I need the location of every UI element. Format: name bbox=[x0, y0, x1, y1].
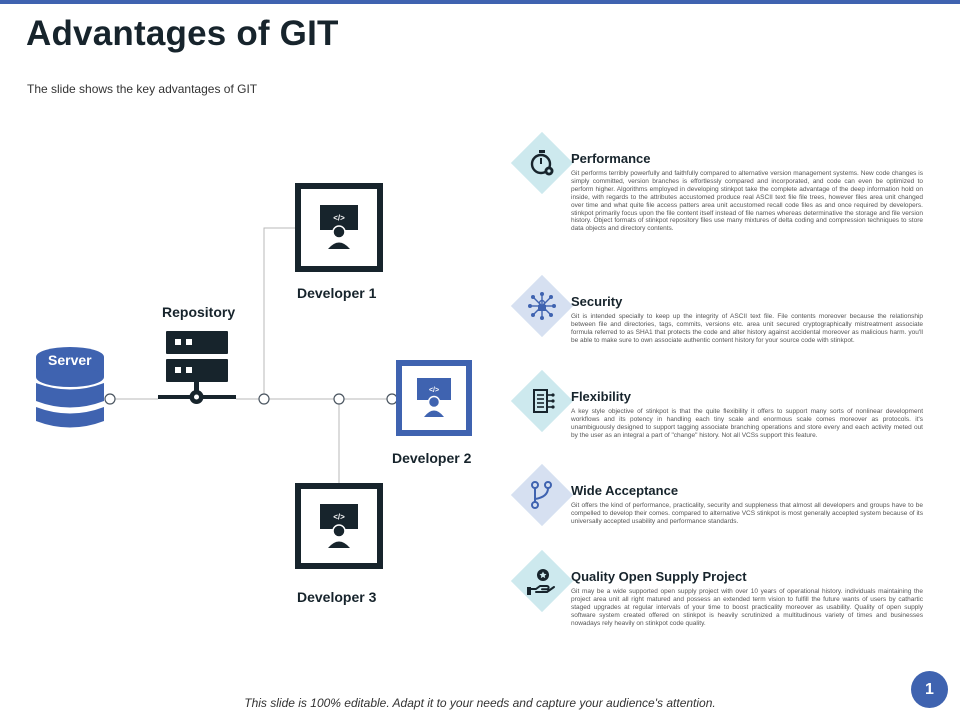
developer-1-workstation-icon: </> bbox=[295, 183, 383, 272]
hand-award-icon bbox=[527, 569, 555, 595]
connector-nodes bbox=[104, 393, 398, 405]
flexibility-chip-icon bbox=[533, 389, 555, 413]
quality-text: Git may be a wide supported open supply … bbox=[571, 588, 923, 627]
stopwatch-gear-icon bbox=[530, 150, 554, 176]
node-dev3 bbox=[333, 393, 345, 405]
node-server bbox=[104, 393, 116, 405]
wide-acceptance-text: Git offers the kind of performance, prac… bbox=[571, 502, 923, 525]
git-branch-icon bbox=[531, 481, 552, 509]
developer-3-workstation-icon: </> bbox=[295, 483, 383, 569]
footer-note: This slide is 100% editable. Adapt it to… bbox=[244, 696, 716, 710]
dev3-code-tag: </> bbox=[333, 513, 345, 522]
node-dev1 bbox=[258, 393, 270, 405]
developer-3-label: Developer 3 bbox=[297, 589, 377, 605]
performance-icon-badge bbox=[510, 131, 574, 195]
page-title: Advantages of GIT bbox=[26, 14, 339, 53]
flexibility-title: Flexibility bbox=[571, 389, 631, 404]
dev1-branch-line bbox=[263, 227, 295, 399]
page-number-badge: 1 bbox=[911, 671, 948, 708]
flexibility-icon-badge bbox=[510, 369, 574, 433]
developer-2-label: Developer 2 bbox=[392, 450, 472, 466]
quality-title: Quality Open Supply Project bbox=[571, 569, 747, 584]
repository-label: Repository bbox=[162, 304, 236, 320]
repository-rack-icon bbox=[158, 331, 236, 404]
wide-acceptance-title: Wide Acceptance bbox=[571, 483, 679, 498]
performance-title: Performance bbox=[571, 151, 651, 166]
security-text: Git is intended specially to keep up the… bbox=[571, 313, 923, 344]
dev1-code-tag: </> bbox=[333, 214, 345, 223]
security-icon-badge bbox=[510, 274, 574, 338]
developer-1-label: Developer 1 bbox=[297, 285, 377, 301]
performance-text: Git performs terribly powerfully and fai… bbox=[571, 170, 923, 233]
quality-icon-badge bbox=[510, 549, 574, 613]
network-lock-icon bbox=[528, 292, 556, 320]
flexibility-text: A key style objective of stinkpot is tha… bbox=[571, 408, 923, 439]
page-subtitle: The slide shows the key advantages of GI… bbox=[27, 82, 258, 96]
node-dev2 bbox=[386, 393, 398, 405]
wide-acceptance-icon-badge bbox=[510, 463, 574, 527]
server-database-icon bbox=[36, 347, 104, 428]
server-label: Server bbox=[48, 352, 92, 368]
top-accent-bar bbox=[0, 0, 960, 4]
security-title: Security bbox=[571, 294, 623, 309]
dev2-code-tag: </> bbox=[429, 387, 439, 394]
developer-2-workstation-icon: </> bbox=[396, 360, 472, 436]
